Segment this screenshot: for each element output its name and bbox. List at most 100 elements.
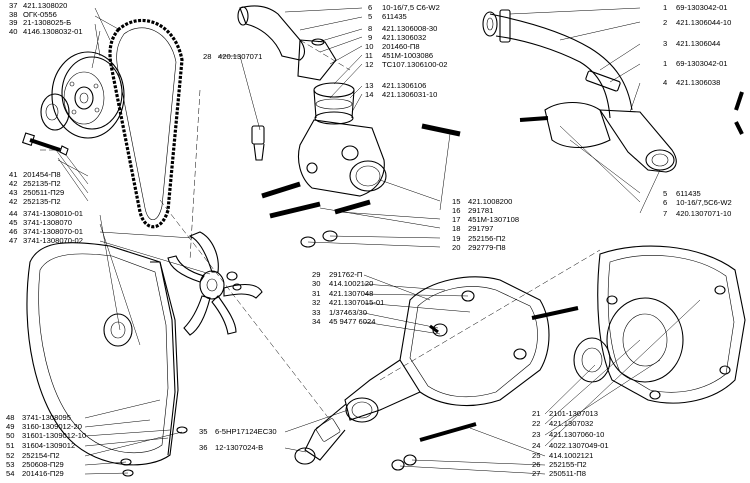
callout-code: 420.1307071-10 [676, 209, 731, 218]
callout-code: 10-16/7,5 С6-W2 [382, 3, 440, 12]
drive-belt-drawing [108, 18, 184, 229]
callout-number: 54 [6, 469, 14, 478]
callout-number: 25 [532, 451, 540, 460]
callout-number: 42 [9, 197, 17, 206]
callout-code: 2101-1307013 [549, 409, 598, 418]
callout-code: 421.1306008-30 [382, 24, 437, 33]
callout-code: 3741-1308095 [22, 413, 71, 422]
callout-code: 420.1307071 [218, 52, 262, 61]
callout-number: 30 [312, 279, 320, 288]
callout-code: 12-1307024-В [215, 443, 263, 452]
callout-number: 21 [532, 409, 540, 418]
callout-number: 40 [9, 27, 17, 36]
callout-number: 49 [6, 422, 14, 431]
callout-number: 27 [532, 469, 540, 478]
callout-number: 22 [532, 419, 540, 428]
callout-number: 8 [368, 24, 372, 33]
hose-assembly-drawing [482, 9, 744, 173]
callout-code: 421.1307060-10 [549, 430, 604, 439]
callout-number: 12 [365, 60, 373, 69]
callout-number: 5 [368, 12, 372, 21]
fan-drawing [103, 231, 263, 347]
callout-code: 1/37463/30 [329, 308, 367, 317]
callout-code: ТС107.1306100-02 [382, 60, 447, 69]
callout-code: ОГК-0556 [23, 10, 57, 19]
callout-code: 3741-1308070-01 [23, 227, 83, 236]
callout-number: 26 [532, 460, 540, 469]
callout-code: 421.1306038 [676, 78, 720, 87]
callout-code: 4146.1308032-01 [23, 27, 83, 36]
callout-number: 19 [452, 234, 460, 243]
callout-number: 28 [203, 52, 211, 61]
studs-drawing [261, 123, 579, 320]
callout-code: 250511-П8 [549, 469, 586, 478]
callout-code: 451М-1307108 [468, 215, 519, 224]
callout-code: 201416-П29 [22, 469, 64, 478]
callout-number: 38 [9, 10, 17, 19]
callout-code: 421.1307032 [549, 419, 593, 428]
callout-number: 32 [312, 298, 320, 307]
callout-code: 611435 [382, 12, 407, 21]
callout-number: 1 [663, 59, 667, 68]
callout-number: 50 [6, 431, 14, 440]
callout-number: 11 [365, 51, 373, 60]
callout-number: 14 [365, 90, 373, 99]
callout-number: 3 [663, 39, 667, 48]
callout-number: 36 [199, 443, 207, 452]
callout-number: 18 [452, 224, 460, 233]
callout-number: 47 [9, 236, 17, 245]
callout-code: 252154-П2 [22, 451, 60, 460]
callout-number: 6 [663, 198, 667, 207]
callout-code: 421.1307015-01 [329, 298, 384, 307]
callout-number: 13 [365, 81, 373, 90]
callout-number: 1 [663, 3, 667, 12]
callout-code: 252135-П2 [23, 197, 61, 206]
callout-code: 3741-1308010-01 [23, 209, 83, 218]
callout-code: 291781 [468, 206, 493, 215]
callout-number: 48 [6, 413, 14, 422]
callout-code: 6-5НР17124ЕС30 [215, 427, 277, 436]
leader-lines [55, 7, 701, 475]
pulley-drawing [40, 51, 125, 139]
callout-number: 15 [452, 197, 460, 206]
callout-number: 6 [368, 3, 372, 12]
callout-number: 17 [452, 215, 460, 224]
callout-code: 10-16/7,5С6-W2 [676, 198, 732, 207]
callout-number: 24 [532, 441, 540, 450]
callout-code: 421.1008200 [468, 197, 512, 206]
callout-number: 7 [663, 209, 667, 218]
callout-number: 37 [9, 1, 17, 10]
callout-labels: 37 421.1308020 38 ОГК-0556 39 21-1308025… [6, 1, 732, 478]
callout-number: 46 [9, 227, 17, 236]
callout-code: 292779-П8 [468, 243, 506, 252]
callout-number: 9 [368, 33, 372, 42]
callout-number: 44 [9, 209, 17, 218]
callout-number: 20 [452, 243, 460, 252]
callout-number: 41 [9, 170, 17, 179]
callout-number: 5 [663, 189, 667, 198]
callout-code: 252135-П2 [23, 179, 61, 188]
bottom-fasteners-drawing [391, 422, 477, 471]
callout-number: 31 [312, 289, 320, 298]
callout-code: 3741-1308070 [23, 218, 72, 227]
callout-code: 31604-1309012 [22, 441, 75, 450]
callout-number: 4 [663, 78, 667, 87]
callout-code: 421.1306044 [676, 39, 720, 48]
callout-code: 201460-П8 [382, 42, 420, 51]
callout-code: 3741-1308070-02 [23, 236, 83, 245]
callout-code: 421.1306032 [382, 33, 426, 42]
callout-code: 69-1303042-01 [676, 59, 728, 68]
callout-code: 611435 [676, 189, 701, 198]
callout-number: 45 [9, 218, 17, 227]
callout-code: 421.1308020 [23, 1, 67, 10]
callout-number: 51 [6, 441, 14, 450]
callout-number: 39 [9, 18, 17, 27]
callout-code: 252155-П2 [549, 460, 587, 469]
callout-code: 421.1306031-10 [382, 90, 437, 99]
callout-code: 4022.1307049-01 [549, 441, 609, 450]
callout-number: 42 [9, 179, 17, 188]
callout-number: 2 [663, 18, 667, 27]
callout-code: 250608-П29 [22, 460, 64, 469]
callout-code: 252156-П2 [468, 234, 506, 243]
